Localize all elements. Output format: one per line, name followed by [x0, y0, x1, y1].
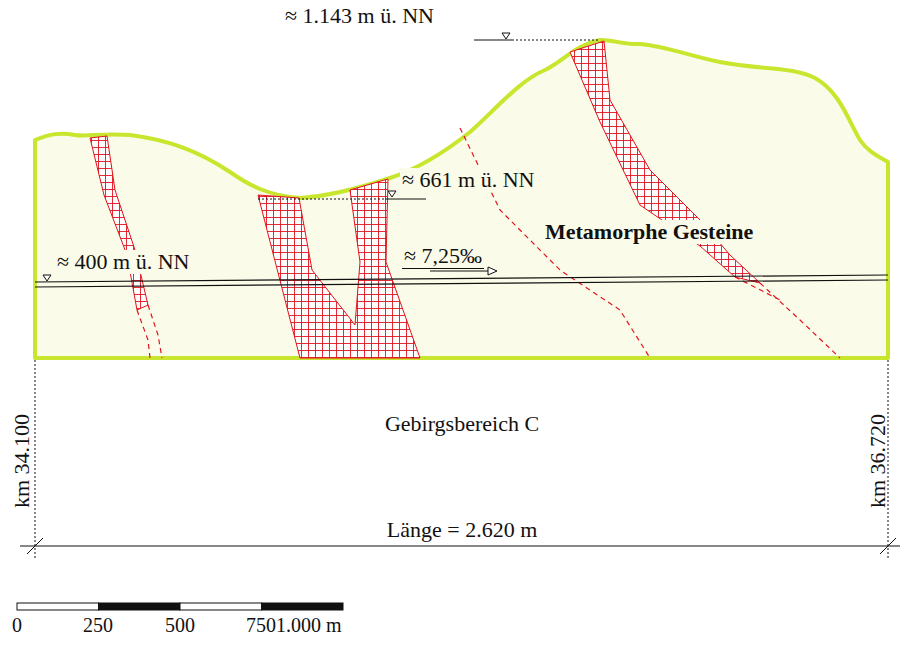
fault-zones: [90, 41, 760, 358]
scale-number: 250: [83, 614, 113, 636]
elevation-label: ≈ 400 m ü. NN: [55, 250, 191, 274]
elevation-label: ≈ 1.143 m ü. NN: [285, 4, 434, 28]
level-markers: [43, 33, 600, 281]
rock-region: [35, 40, 888, 358]
fault-lines: [137, 128, 840, 358]
chainage-label: km 36.720: [866, 414, 890, 508]
scale-number: 0: [12, 614, 22, 636]
length-label: Länge = 2.620 m: [387, 518, 538, 542]
dimension: [20, 360, 900, 560]
scale-number: 500: [165, 614, 195, 636]
scale-number: 750: [246, 614, 276, 636]
gradient-label: ≈ 7,25‰: [402, 244, 484, 269]
scale-number: 1.000 m: [276, 614, 342, 636]
tunnel-line: [35, 275, 888, 287]
zone-name: Gebirgsbereich C: [385, 412, 539, 436]
elevation-label: ≈ 661 m ü. NN: [400, 168, 536, 192]
rock-name: Metamorphe Gesteine: [543, 220, 755, 244]
scale-bar: [17, 603, 343, 610]
chainage-label: km 34.100: [10, 414, 34, 508]
